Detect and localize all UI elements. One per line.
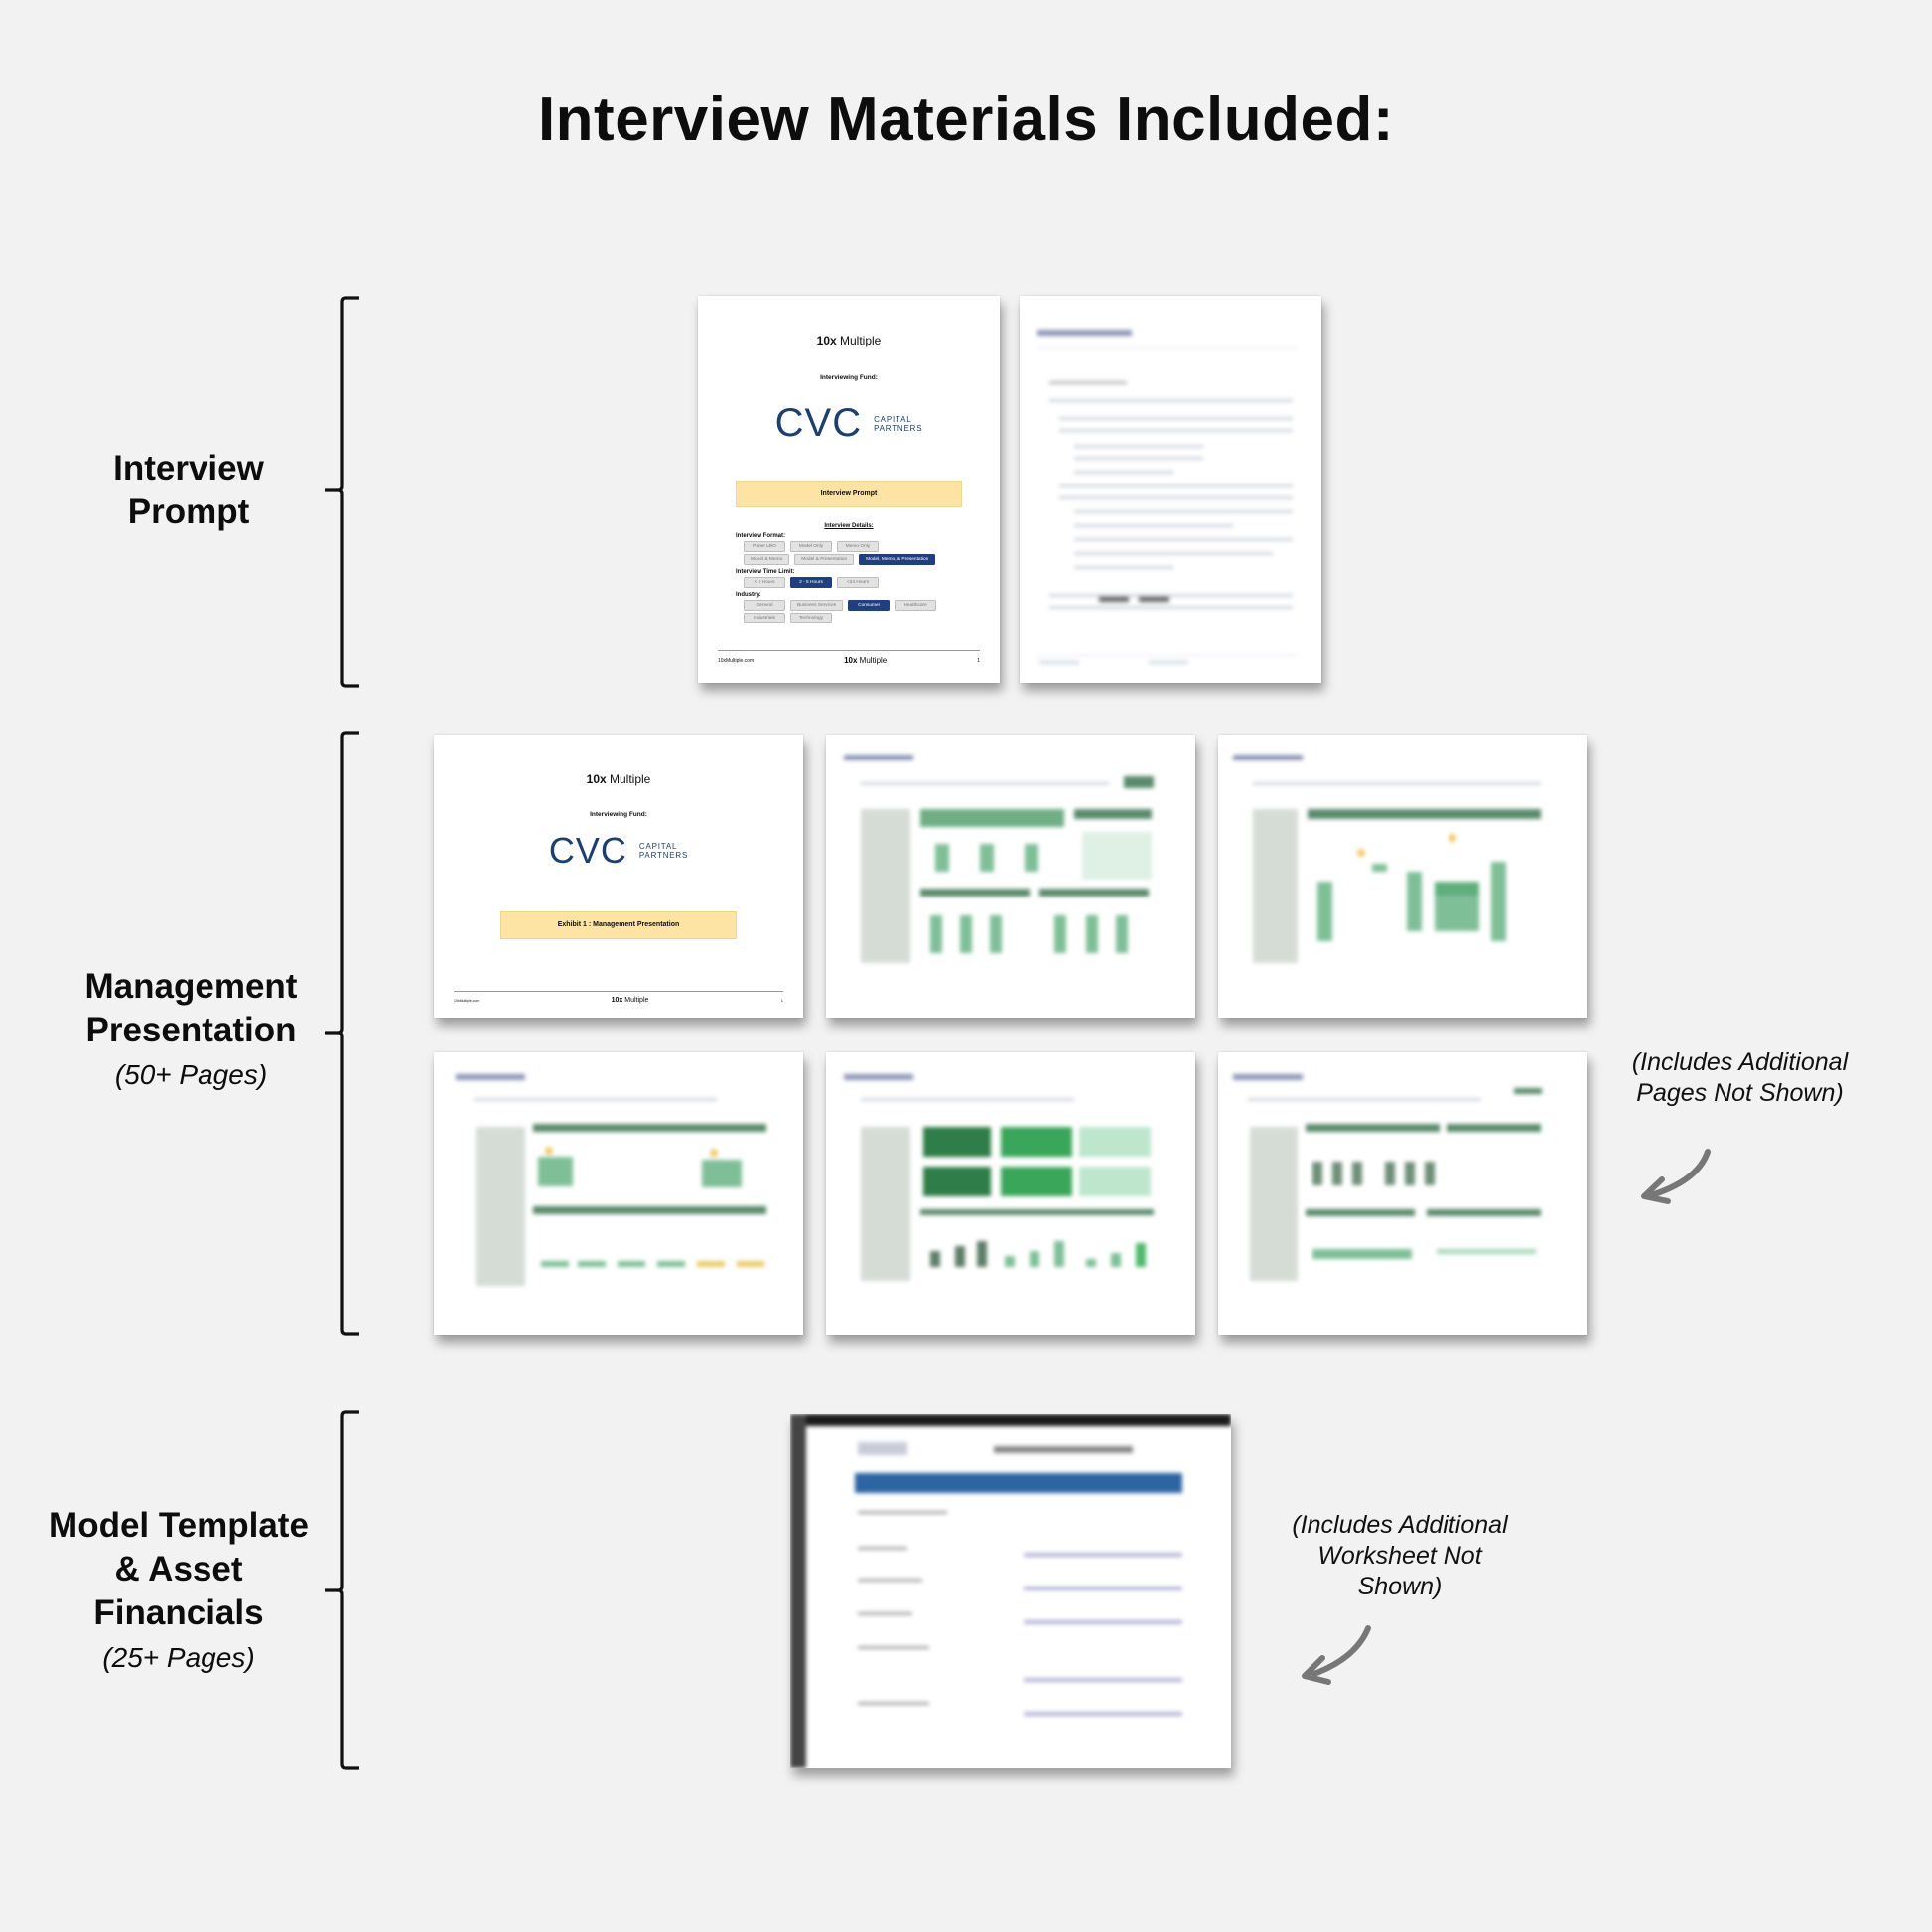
- section-label-line: Interview: [113, 449, 264, 487]
- interview-prompt-cover-page[interactable]: 10x Multiple Interviewing Fund: CVC CAPI…: [698, 296, 1000, 683]
- fund-logo-sub-2: PARTNERS: [638, 851, 689, 860]
- prompt-banner: Interview Prompt: [736, 481, 962, 507]
- brand-rest: Multiple: [606, 772, 651, 786]
- fund-logo-text: CVC: [548, 830, 627, 871]
- presentation-note: (Includes Additional Pages Not Shown): [1631, 1048, 1849, 1107]
- presentation-slide-5[interactable]: [826, 1052, 1195, 1335]
- page-footer: 10xMultiple.com 10x Multiple 1: [718, 650, 980, 665]
- model-note-line: (Includes Additional: [1292, 1511, 1508, 1539]
- model-note-line: Shown): [1357, 1573, 1443, 1600]
- option-chip[interactable]: Healthcare: [895, 600, 937, 611]
- fund-logo-sub-1: CAPITAL: [874, 414, 912, 424]
- details-heading: Interview Details:: [824, 523, 874, 529]
- time-label: Interview Time Limit:: [736, 569, 795, 575]
- footer-brand-bold: 10x: [844, 656, 858, 665]
- fund-logo-sub-2: PARTNERS: [874, 423, 923, 433]
- section-label-line: Model Template: [49, 1506, 309, 1545]
- footer-brand: 10x Multiple: [844, 656, 887, 665]
- option-chip[interactable]: 2 - 5 Hours: [790, 577, 832, 588]
- option-chip[interactable]: Model & Memo: [744, 554, 790, 565]
- fund-label: Interviewing Fund:: [590, 811, 647, 818]
- blurred-text-content: [1020, 296, 1321, 683]
- format-options-row: Model & Memo Model & Presentation Model, M…: [744, 554, 962, 565]
- option-chip[interactable]: Memo Only: [837, 541, 879, 552]
- presentation-slide-6[interactable]: [1218, 1052, 1587, 1335]
- option-chip[interactable]: General: [744, 600, 785, 611]
- blurred-slide-content: [434, 1052, 803, 1335]
- option-chip[interactable]: Paper LBO: [744, 541, 785, 552]
- model-note: (Includes Additional Worksheet Not Shown…: [1271, 1510, 1529, 1602]
- brand-logo: 10x Multiple: [434, 772, 803, 786]
- page-title: Interview Materials Included:: [537, 85, 1395, 154]
- brand-logo: 10x Multiple: [698, 334, 1000, 347]
- footer-brand-rest: Multiple: [622, 997, 649, 1004]
- section-label-line: Financials: [93, 1593, 264, 1632]
- brand-rest: Multiple: [836, 334, 882, 347]
- presentation-slide-3[interactable]: [1218, 735, 1587, 1018]
- section-label-model-template: Model Template & Asset Financials (25+ P…: [25, 1504, 333, 1681]
- section-label-line: & Asset: [114, 1550, 243, 1588]
- option-chip[interactable]: <24 Hours: [837, 577, 879, 588]
- presentation-banner: Exhibit 1 : Management Presentation: [500, 911, 737, 939]
- option-chip[interactable]: Industrials: [744, 613, 785, 623]
- footer-page-number: 1: [977, 657, 980, 664]
- fund-logo-sub-1: CAPITAL: [638, 842, 678, 851]
- footer-brand-bold: 10x: [611, 997, 623, 1004]
- section-label-line: Prompt: [127, 492, 250, 531]
- time-options-row: < 2 Hours 2 - 5 Hours <24 Hours: [744, 577, 962, 588]
- curved-arrow-icon: [1641, 1149, 1711, 1204]
- option-chip[interactable]: Model Only: [790, 541, 832, 552]
- section-label-interview-prompt: Interview Prompt: [79, 447, 298, 534]
- footer-website: 10xMultiple.com: [454, 998, 480, 1003]
- footer-website: 10xMultiple.com: [718, 657, 755, 664]
- page-footer: 10xMultiple.com 10x Multiple 1: [454, 991, 783, 1004]
- bracket-icon: [325, 731, 359, 1336]
- format-label: Interview Format:: [736, 533, 786, 539]
- presentation-cover-page[interactable]: 10x Multiple Interviewing Fund: CVC CAPI…: [434, 735, 803, 1018]
- blurred-slide-content: [1218, 735, 1587, 1018]
- brand-bold: 10x: [586, 772, 607, 786]
- curved-arrow-icon: [1302, 1625, 1371, 1685]
- option-chip[interactable]: Business Services: [790, 600, 844, 611]
- bracket-icon: [325, 296, 359, 688]
- model-template-spreadsheet[interactable]: [790, 1414, 1231, 1768]
- footer-brand-rest: Multiple: [857, 656, 888, 665]
- model-note-line: Worksheet Not: [1317, 1542, 1482, 1570]
- blurred-slide-content: [826, 735, 1195, 1018]
- footer-brand: 10x Multiple: [612, 997, 649, 1004]
- interview-prompt-page-2[interactable]: [1020, 296, 1321, 683]
- option-chip[interactable]: Consumer: [848, 600, 891, 611]
- option-chip[interactable]: < 2 Hours: [744, 577, 785, 588]
- section-page-count: (50+ Pages): [114, 1059, 268, 1090]
- industry-options-row: General Business Services Consumer Healthca…: [744, 600, 962, 611]
- section-label-line: Presentation: [85, 1011, 297, 1049]
- format-options-row: Paper LBO Model Only Memo Only: [744, 541, 962, 552]
- fund-label: Interviewing Fund:: [820, 374, 878, 381]
- presentation-slide-4[interactable]: [434, 1052, 803, 1335]
- industry-label: Industry:: [736, 592, 761, 598]
- footer-page-number: 1: [780, 998, 783, 1003]
- bracket-icon: [325, 1410, 359, 1770]
- option-chip[interactable]: Technology: [790, 613, 832, 623]
- blurred-spreadsheet-content: [790, 1414, 1231, 1768]
- industry-options-row: Industrials Technology: [744, 613, 962, 623]
- section-label-line: Management: [84, 967, 298, 1006]
- section-label-management-presentation: Management Presentation (50+ Pages): [55, 965, 328, 1098]
- section-page-count: (25+ Pages): [102, 1642, 255, 1673]
- presentation-slide-2[interactable]: [826, 735, 1195, 1018]
- option-chip[interactable]: Model & Presentation: [794, 554, 855, 565]
- brand-bold: 10x: [816, 334, 837, 347]
- blurred-slide-content: [826, 1052, 1195, 1335]
- fund-logo-text: CVC: [774, 401, 863, 445]
- option-chip[interactable]: Model, Memo, & Presentation: [859, 554, 936, 565]
- blurred-slide-content: [1218, 1052, 1587, 1335]
